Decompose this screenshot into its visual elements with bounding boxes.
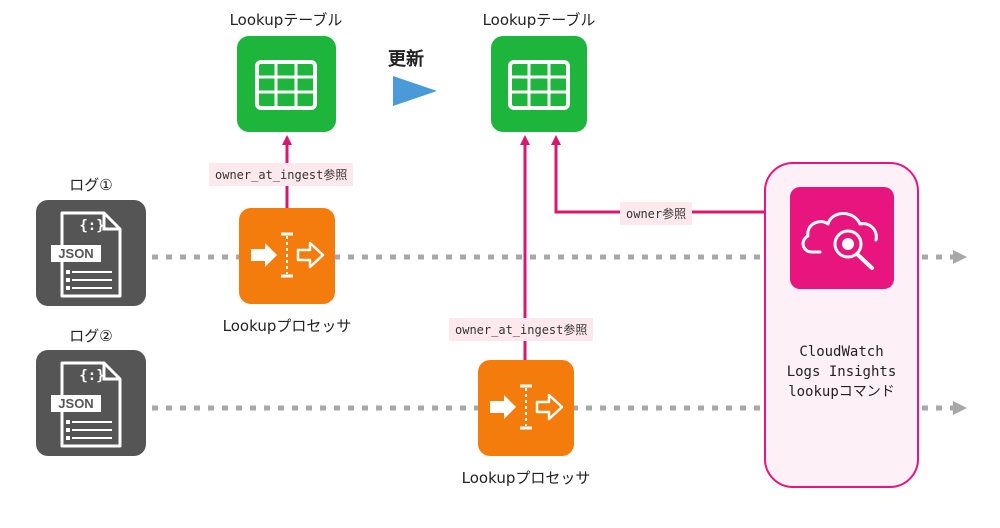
processor-label: Lookupプロセッサ xyxy=(222,317,352,335)
lookup-table-title: Lookupテーブル xyxy=(229,11,343,29)
table-icon xyxy=(237,36,336,132)
json-braces: {:} xyxy=(79,218,105,234)
json-braces: {:} xyxy=(79,368,105,384)
cloudwatch-logs-insights-icon xyxy=(790,187,894,289)
log-label: ログ② xyxy=(69,327,113,345)
insights-ref-label: owner参照 xyxy=(620,202,693,225)
lookup-processor-icon xyxy=(239,208,335,304)
json-tag: JSON xyxy=(58,246,94,261)
log-label: ログ① xyxy=(69,176,113,194)
cloudwatch-line-3: lookupコマンド xyxy=(788,384,895,400)
lookup-table-title: Lookupテーブル xyxy=(482,11,596,29)
connector-insights-to-table xyxy=(551,135,790,214)
table-icon xyxy=(491,36,587,132)
processor-ref-label: owner_at_ingest参照 xyxy=(209,163,354,186)
triangle-arrow-icon xyxy=(393,76,437,106)
json-file-icon xyxy=(36,200,146,306)
json-file-icon xyxy=(36,350,146,456)
processor-ref-label: owner_at_ingest参照 xyxy=(449,318,594,341)
update-label: 更新 xyxy=(388,49,424,70)
json-tag: JSON xyxy=(58,396,94,411)
cloudwatch-line-1: CloudWatch xyxy=(799,344,884,360)
processor-label: Lookupプロセッサ xyxy=(461,469,591,487)
lookup-processor-icon xyxy=(478,360,574,456)
cloudwatch-line-2: Logs Insights xyxy=(786,364,897,380)
